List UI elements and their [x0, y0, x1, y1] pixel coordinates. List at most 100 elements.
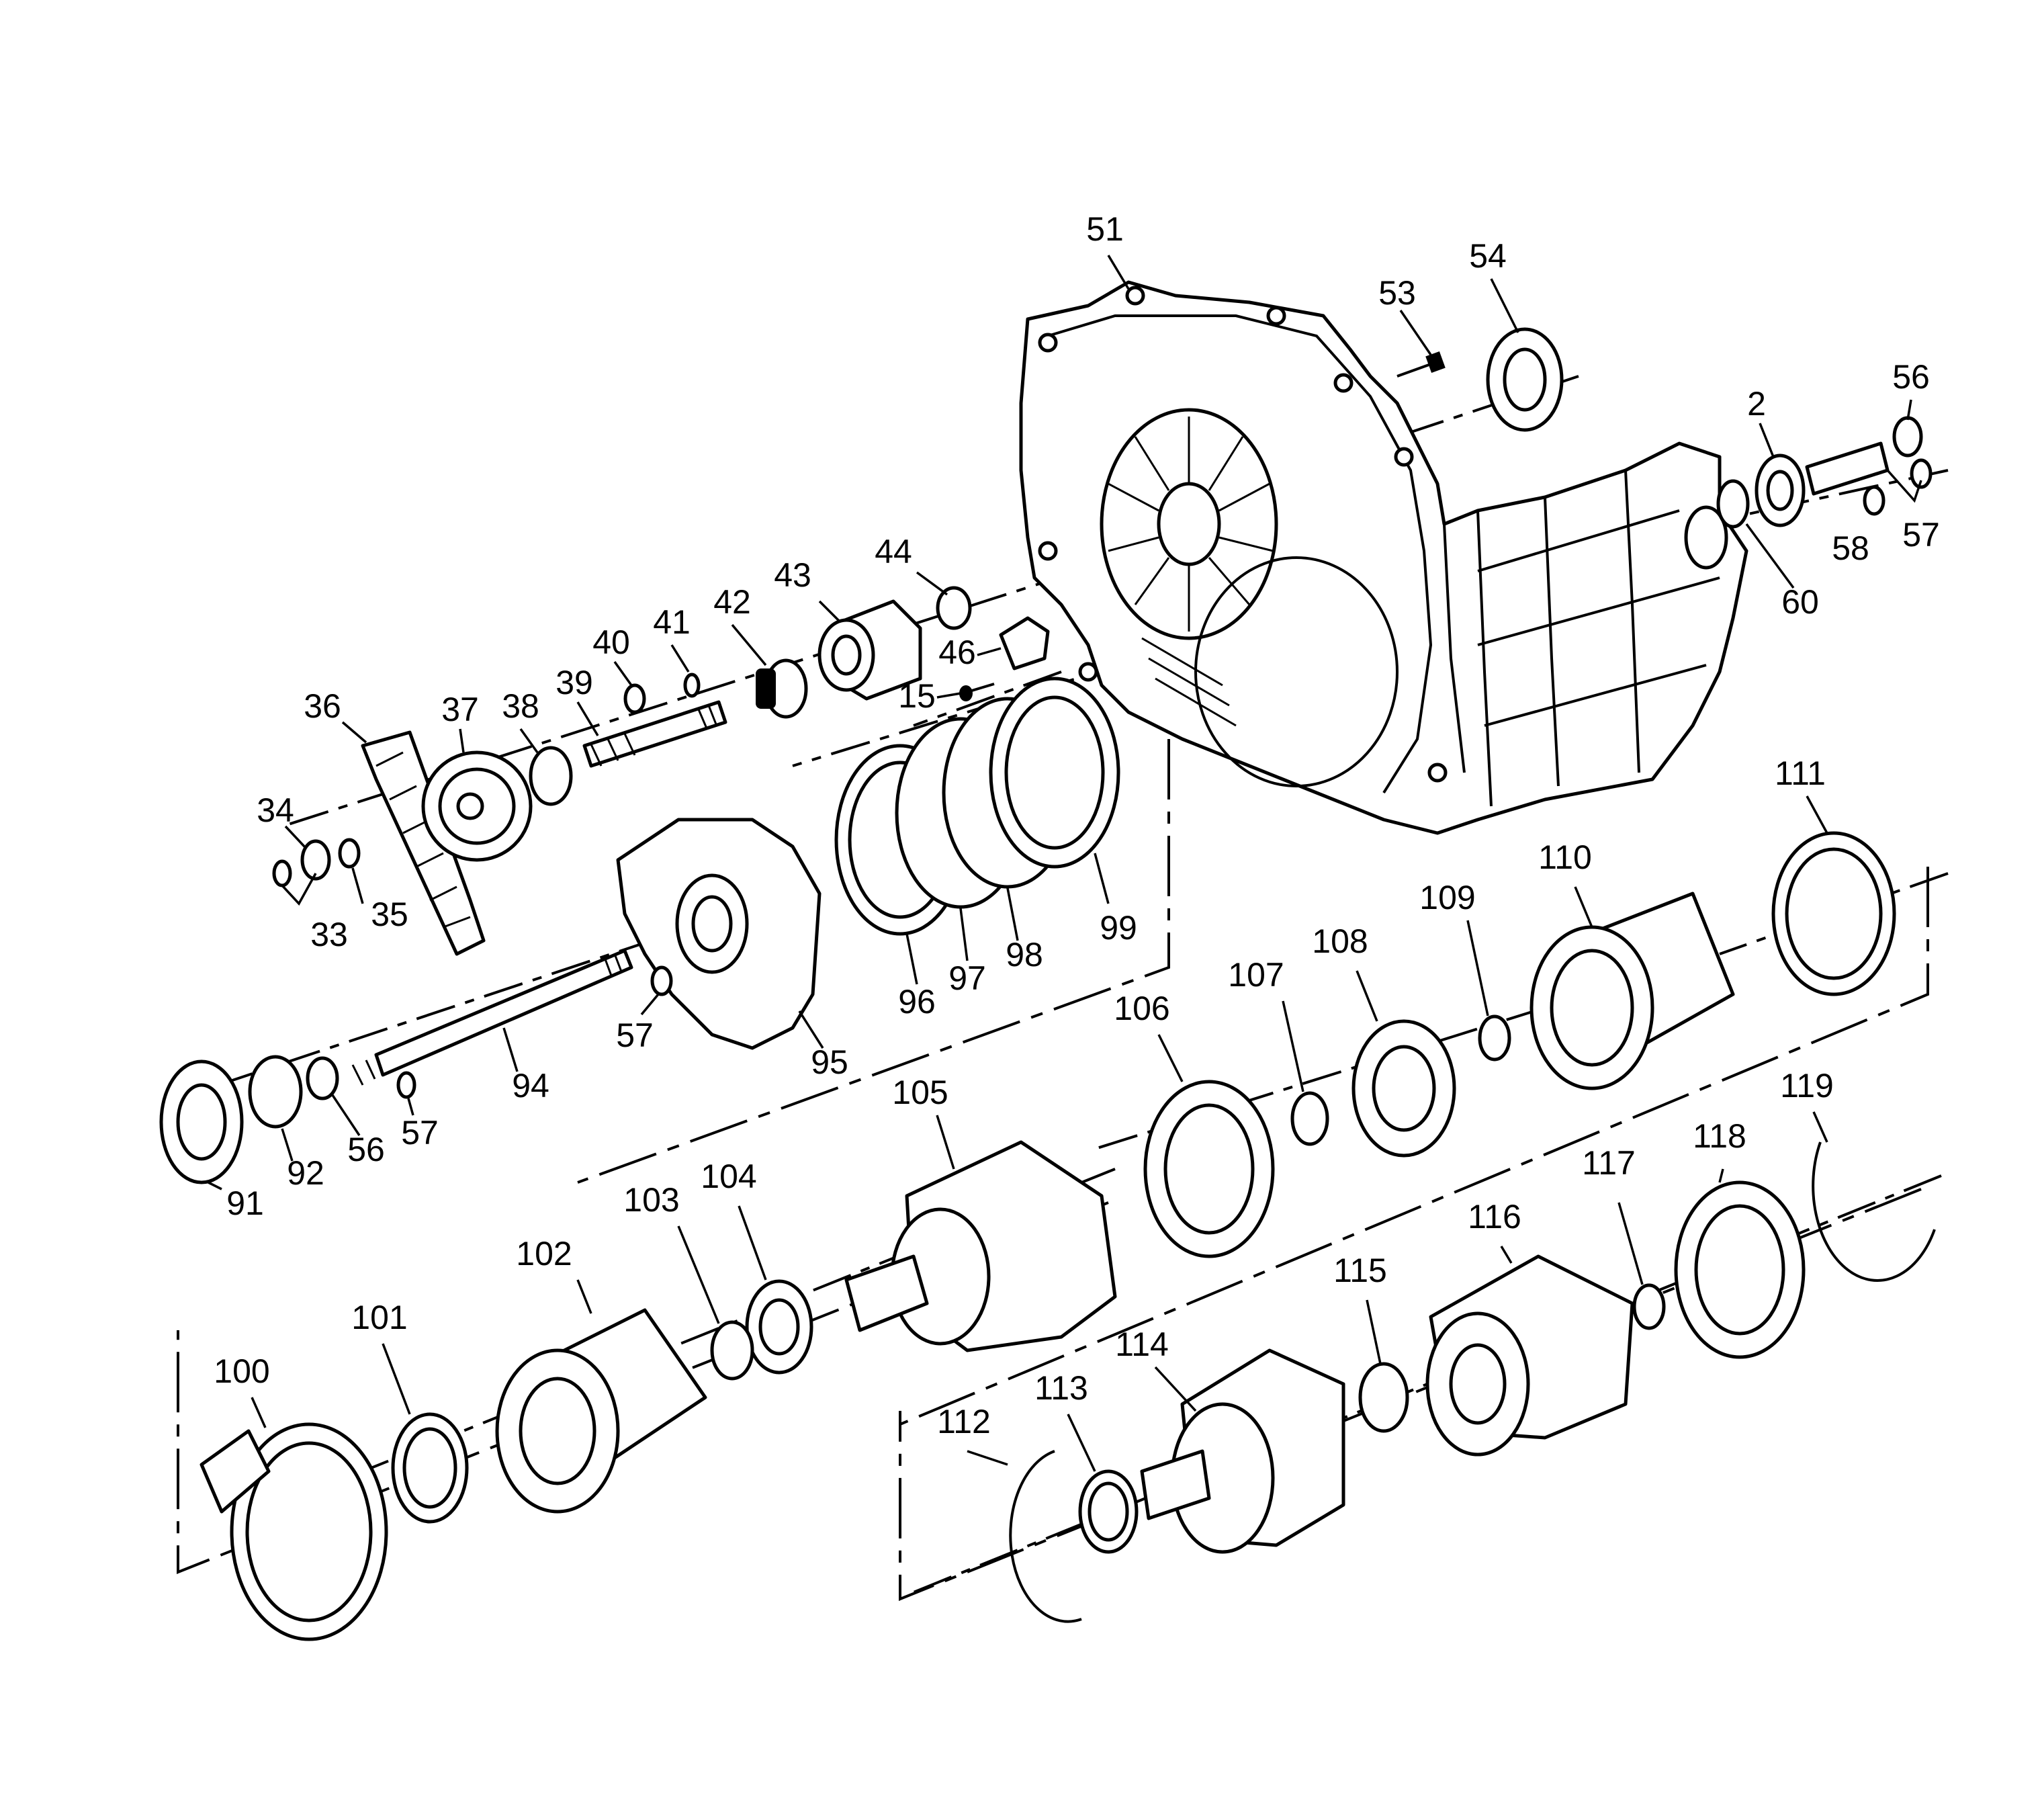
case-line-lower: [1484, 664, 1707, 727]
part-33-clip: [272, 859, 292, 887]
label-43: 43: [774, 556, 811, 594]
part-34-ring: [300, 839, 331, 881]
label-103: 103: [623, 1181, 679, 1219]
label-119: 119: [1780, 1067, 1834, 1104]
label-54: 54: [1469, 237, 1507, 275]
part-114-shaft: [1140, 1449, 1211, 1520]
axis-front-assembly: [362, 1168, 1116, 1473]
case-ribs: [1108, 417, 1274, 632]
part-15-bolt-head: [959, 685, 973, 701]
part-60-bushing: [1716, 479, 1750, 529]
drive-shaft-parts: [582, 586, 972, 768]
label-115: 115: [1333, 1252, 1387, 1289]
label-36: 36: [304, 687, 341, 725]
part-35-washer: [338, 838, 361, 869]
label-42: 42: [713, 583, 751, 621]
part-110-drum-bore: [1550, 949, 1634, 1067]
label-112: 112: [937, 1403, 991, 1440]
label-114: 114: [1115, 1326, 1169, 1363]
case-bolt-hole-7: [1038, 541, 1058, 561]
part-42-roller: [756, 668, 776, 709]
part-104-washer-inner: [758, 1298, 800, 1356]
front-group-parts: [199, 1140, 1117, 1641]
case-bore: [1157, 482, 1221, 566]
transmission-case: [1019, 280, 1748, 835]
label-94: 94: [512, 1067, 549, 1104]
case-bolt-hole-1: [1038, 333, 1058, 353]
label-104: 104: [701, 1158, 756, 1195]
case-rib-1: [1476, 510, 1493, 807]
label-109: 109: [1419, 879, 1475, 916]
label-2: 2: [1747, 385, 1766, 423]
case-bolt-hole-3: [1266, 306, 1286, 326]
label-97: 97: [948, 959, 986, 997]
frame-clutch-group: [577, 739, 1170, 1184]
part-113-washer-inner: [1088, 1481, 1129, 1542]
part-46-sensor: [999, 616, 1050, 670]
axis-band-upper: [1719, 872, 1949, 955]
part-56-bushing-b: [306, 1056, 339, 1100]
label-37: 37: [441, 691, 479, 728]
label-40: 40: [592, 623, 630, 661]
label-102: 102: [516, 1235, 572, 1272]
part-119-snap-ring: [1812, 1141, 1936, 1282]
part-39-shaft: [582, 700, 727, 768]
label-46: 46: [938, 634, 976, 671]
part-57-clip-b: [1910, 458, 1933, 489]
label-56-shaft: 56: [347, 1131, 385, 1168]
part-108-gear-hub: [1372, 1045, 1436, 1132]
case-cavity: [1194, 556, 1399, 787]
part-117-washer: [1632, 1283, 1666, 1330]
leader-lines: [208, 255, 1922, 1472]
part-106-ring-gear-inner: [1163, 1103, 1255, 1235]
part-40-washer: [623, 683, 646, 714]
part-116-carrier-bore: [1449, 1343, 1507, 1425]
label-108: 108: [1312, 922, 1368, 960]
label-51: 51: [1086, 210, 1124, 248]
label-44: 44: [875, 533, 912, 570]
part-115-sun-gear: [1358, 1362, 1409, 1433]
part-95-bore-inner: [691, 895, 733, 953]
output-parts: [1716, 416, 1933, 529]
label-96: 96: [898, 983, 936, 1021]
part-54-seal: [1486, 327, 1564, 432]
part-100-band-inner: [245, 1441, 373, 1622]
sensor-parts: [959, 616, 1050, 701]
part-94-shaft: [374, 949, 633, 1077]
part-107-washer: [1290, 1091, 1329, 1146]
label-110: 110: [1538, 838, 1592, 876]
axis-input-shaft-upper: [281, 550, 1143, 828]
part-2-seal-inner: [1766, 470, 1794, 511]
label-113: 113: [1034, 1369, 1088, 1407]
label-15: 15: [898, 677, 936, 715]
part-101-plate-inner: [402, 1427, 457, 1509]
label-58: 58: [1832, 529, 1869, 567]
label-111: 111: [1775, 754, 1826, 792]
case-flange-inner: [1047, 314, 1433, 794]
bolt-53-head: [1425, 351, 1446, 373]
label-38: 38: [502, 687, 539, 725]
part-57-clip-d: [396, 1071, 416, 1099]
axis-drive-gear: [792, 657, 1143, 767]
part-43-bore: [831, 634, 862, 676]
part-102-drum-bore: [519, 1377, 596, 1485]
label-101: 101: [351, 1299, 407, 1336]
part-99-plate-inner: [1004, 695, 1105, 850]
label-118: 118: [1693, 1117, 1746, 1155]
label-60: 60: [1781, 583, 1819, 621]
part-100-band-bracket: [199, 1429, 271, 1514]
case-bolt-hole-4: [1333, 373, 1354, 393]
part-103-ring: [710, 1320, 754, 1381]
label-117: 117: [1582, 1144, 1636, 1182]
part-38-snap-ring: [529, 746, 573, 806]
label-57-shaft: 57: [401, 1114, 439, 1152]
part-56-bushing: [1892, 416, 1923, 458]
case-output-boss: [1684, 505, 1728, 570]
part-111-band-inner: [1785, 847, 1883, 980]
part-105-shaft: [844, 1254, 929, 1332]
case-rib-3: [1624, 470, 1640, 773]
label-107: 107: [1228, 956, 1284, 994]
label-57-output: 57: [1902, 516, 1940, 554]
rear-group-parts: [1009, 1141, 1936, 1623]
